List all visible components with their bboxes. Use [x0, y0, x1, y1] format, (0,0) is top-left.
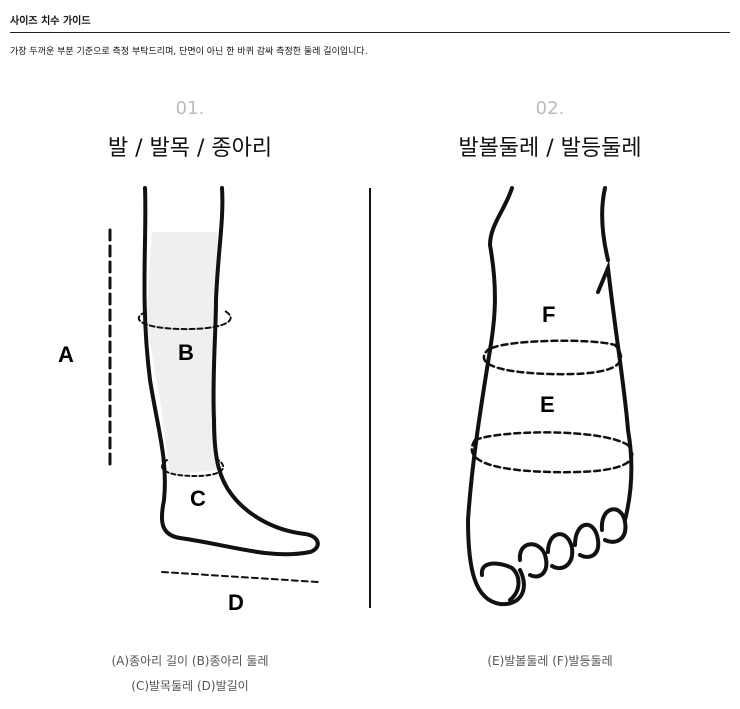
panel-2-heading: 발볼둘레 / 발등둘레 — [458, 136, 642, 161]
divider — [10, 32, 730, 33]
panel-1-caption-2: (C)발목둘레 (D)발길이 — [131, 679, 249, 693]
leg-illustration — [108, 186, 320, 583]
panel-1-number: 01. — [175, 98, 205, 119]
label-c: C — [190, 486, 206, 511]
foot-illustration — [465, 186, 634, 607]
label-a: A — [58, 342, 74, 367]
page-title: 사이즈 치수 가이드 — [10, 16, 91, 27]
panel-1-heading: 발 / 발목 / 종아리 — [107, 136, 273, 161]
label-d: D — [228, 590, 244, 615]
panel-2-caption-1: (E)발볼둘레 (F)발등둘레 — [487, 654, 613, 668]
label-f: F — [542, 302, 555, 327]
description: 가장 두꺼운 부분 기준으로 측정 부탁드리며, 단면이 아닌 한 바퀴 감싸 … — [10, 47, 368, 57]
label-b: B — [178, 340, 194, 365]
panel-2-number: 02. — [535, 98, 565, 119]
label-e: E — [540, 392, 555, 417]
panel-1-caption-1: (A)종아리 길이 (B)종아리 둘레 — [111, 654, 269, 668]
